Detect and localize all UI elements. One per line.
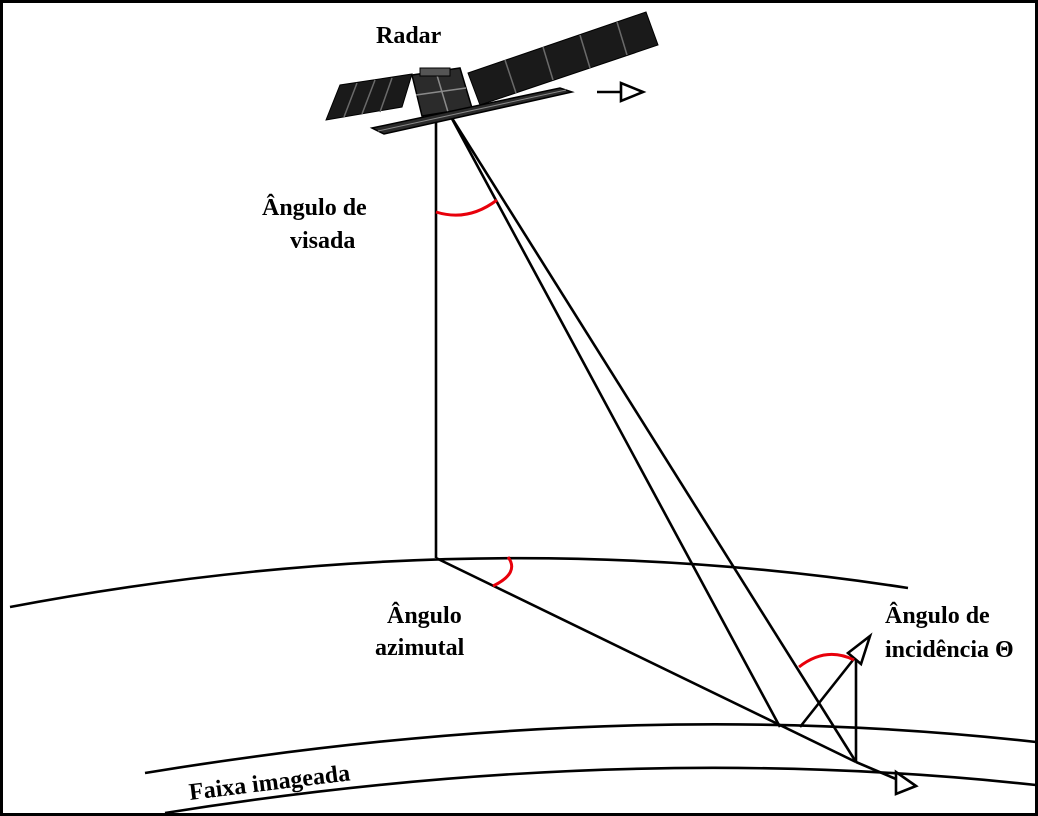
incidence-reflection-line xyxy=(798,654,859,728)
radar-label: Radar xyxy=(376,23,442,49)
look-angle-label-line2: visada xyxy=(290,228,355,254)
azimuth-angle-label-line2: azimutal xyxy=(375,635,465,661)
incidence-angle-label-line2: incidência Θ xyxy=(885,637,1014,663)
ground-surface-line xyxy=(9,556,909,609)
look-angle-arc xyxy=(435,198,498,217)
swath-near-edge xyxy=(144,723,1037,775)
swath-far-edge xyxy=(164,766,1037,815)
beam-far-line xyxy=(448,114,858,763)
incidence-angle-label-line1: Ângulo de xyxy=(885,602,990,629)
ground-range-line xyxy=(435,556,857,764)
arrow-icon xyxy=(894,769,919,796)
satellite-icon xyxy=(325,11,659,135)
incidence-angle-arc xyxy=(798,652,855,669)
incidence-angle-label: Ângulo de incidência Θ xyxy=(885,602,1014,663)
look-angle-label-line1: Ângulo de xyxy=(262,194,367,221)
arrow-icon xyxy=(845,632,873,667)
azimuth-angle-label: Ângulo azimutal xyxy=(375,602,468,661)
azimuth-angle-label-line1: Ângulo xyxy=(387,602,462,629)
beam-near-line xyxy=(448,114,782,728)
transmitted-ray-line xyxy=(855,760,897,781)
look-angle-label: Ângulo de visada xyxy=(262,194,373,254)
arrow-right-icon xyxy=(619,81,647,103)
azimuth-angle-arc xyxy=(492,556,514,588)
